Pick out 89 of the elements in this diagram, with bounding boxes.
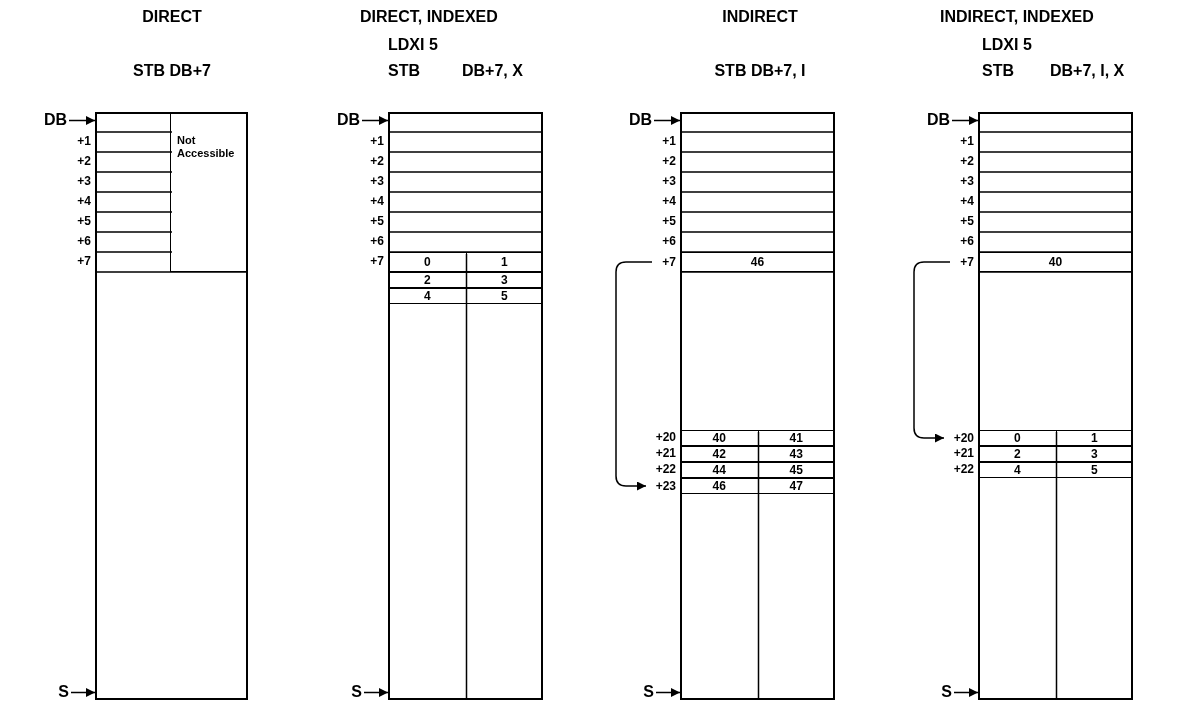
offset-label: +21 [655,447,676,459]
memory-cell: 40 [680,430,759,446]
offset-label: +20 [946,430,974,446]
offset-label: +7 [370,255,384,267]
pointer-label: DB [622,112,652,129]
memory-cell: 3 [1055,446,1133,462]
offset-label: +22 [953,463,974,475]
arrow [913,261,951,443]
offset-label: +2 [77,155,91,167]
memory-cell: 5 [465,288,543,304]
memory-cell: 3 [465,272,543,288]
pointer-label: DB [330,112,360,129]
memory-cell: 47 [757,478,835,494]
memory-cell: 1 [465,252,543,272]
offset-label: +4 [960,195,974,207]
offset-label: +5 [960,215,974,227]
mode-title: INDIRECT [722,9,798,25]
memory-cell: 45 [757,462,835,478]
offset-label: +22 [655,463,676,475]
offset-label: +21 [953,447,974,459]
memory-column [95,112,248,700]
offset-label: +2 [662,155,676,167]
arrow [951,116,979,125]
offset-label: +23 [648,478,676,494]
instruction-text: LDXI 5 [388,37,438,53]
offset-label: +5 [662,215,676,227]
memory-cell: 40 [978,252,1133,272]
memory-cell: 44 [680,462,759,478]
instruction-text: STB DB+7, I [714,63,806,79]
memory-cell: 0 [978,430,1057,446]
memory-cell: 4 [388,288,467,304]
pointer-label: S [55,684,69,701]
instruction-text: DB+7, I, X [1050,63,1125,79]
memory-cell: 2 [978,446,1057,462]
offset-label: +1 [370,135,384,147]
arrow [361,116,389,125]
memory-cell: 42 [680,446,759,462]
offset-label: +7 [77,255,91,267]
arrow [68,116,96,125]
offset-label: +6 [77,235,91,247]
arrow [70,688,96,697]
memory-cell: 41 [757,430,835,446]
offset-label: +5 [370,215,384,227]
offset-label: +20 [655,431,676,443]
offset-label: +6 [662,235,676,247]
offset-label: +2 [370,155,384,167]
mode-title: DIRECT, INDEXED [360,9,498,25]
memory-cell: 46 [680,478,759,494]
instruction-text: STB [388,63,420,79]
mode-title: INDIRECT, INDEXED [940,9,1094,25]
memory-cell: 43 [757,446,835,462]
memory-cell: 2 [388,272,467,288]
instruction-text: LDXI 5 [982,37,1032,53]
pointer-label: DB [920,112,950,129]
offset-label: +2 [960,155,974,167]
offset-label: +7 [654,254,676,270]
offset-label: +6 [370,235,384,247]
arrow [953,688,979,697]
offset-label: +4 [77,195,91,207]
instruction-text: STB [982,63,1014,79]
offset-label: +3 [960,175,974,187]
memory-cell: 1 [1055,430,1133,446]
offset-label: +1 [662,135,676,147]
offset-label: +5 [77,215,91,227]
mode-title: DIRECT [142,9,202,25]
memory-cell: 46 [680,252,835,272]
offset-label: +6 [960,235,974,247]
arrow [363,688,389,697]
pointer-label: S [348,684,362,701]
offset-label: +3 [77,175,91,187]
memory-cell: 4 [978,462,1057,478]
offset-label: +4 [662,195,676,207]
pointer-label: S [640,684,654,701]
offset-label: +1 [960,135,974,147]
arrow [653,116,681,125]
offset-label: +7 [952,254,974,270]
arrow [655,688,681,697]
offset-label: +4 [370,195,384,207]
offset-label: +3 [370,175,384,187]
offset-label: +3 [662,175,676,187]
instruction-text: DB+7, X [462,63,523,79]
offset-label: +1 [77,135,91,147]
memory-cell: 0 [388,252,467,272]
instruction-text: STB DB+7 [133,63,211,79]
arrow [615,261,653,491]
memory-cell: 5 [1055,462,1133,478]
inaccessible-region: Not Accessible [170,112,248,272]
pointer-label: DB [37,112,67,129]
pointer-label: S [938,684,952,701]
